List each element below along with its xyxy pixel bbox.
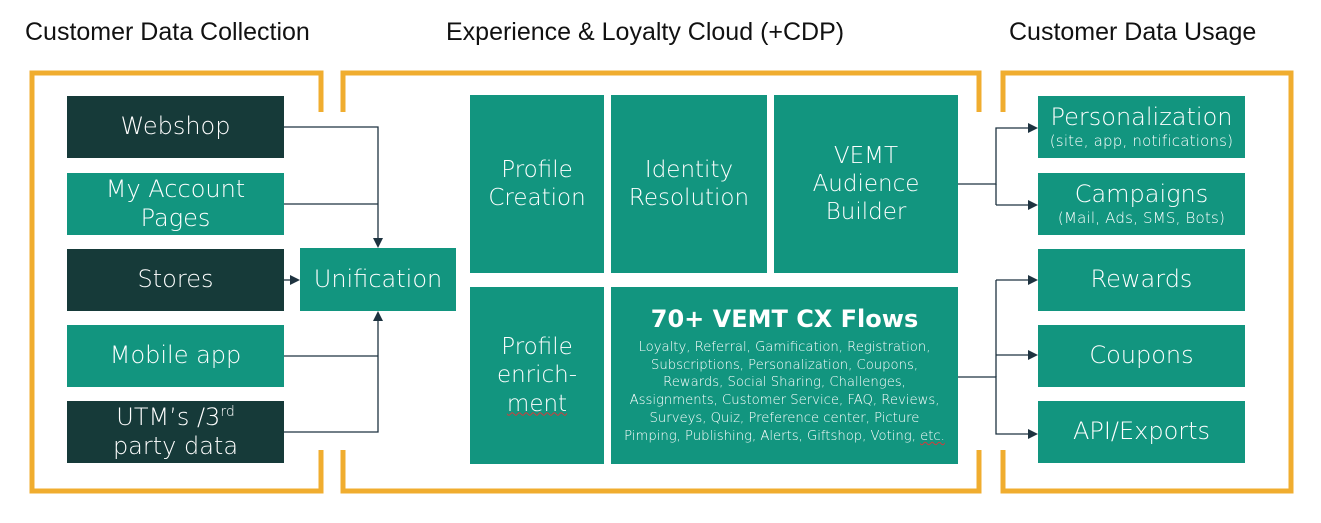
profile-creation-line1: Profile [501, 156, 573, 183]
source-webshop: Webshop [67, 96, 284, 158]
cx-flows-line2: Subscriptions, Personalization, Coupons, [650, 357, 919, 373]
source-my-account-line2: Pages [140, 204, 211, 232]
cx-flows-line3: Rewards, Social Sharing, Challenges, [663, 375, 906, 391]
usage-rewards-label: Rewards [1090, 265, 1193, 294]
usage-personalization: Personalization (site, app, notification… [1038, 96, 1245, 158]
profile-enrichment-line3: ment [506, 390, 568, 417]
usage-personalization-label: Personalization [1050, 103, 1233, 132]
source-my-account-pages: My Account Pages [67, 173, 284, 235]
cx-flows-box: 70+ VEMT CX Flows Loyalty, Referral, Gam… [611, 287, 958, 464]
cx-flows-title: 70+ VEMT CX Flows [650, 305, 919, 334]
source-webshop-label: Webshop [120, 112, 231, 141]
connector-webshop [284, 126, 383, 248]
usage-campaigns-sub: (Mail, Ads, SMS, Bots) [1057, 209, 1226, 228]
usage-coupons: Coupons [1038, 325, 1245, 387]
unification-box: Unification [300, 248, 456, 311]
audience-builder-box: VEMT Audience Builder [774, 95, 958, 273]
profile-enrichment-line2: enrich- [496, 362, 578, 389]
profile-creation-box: Profile Creation [470, 95, 604, 273]
heading-customer-data-collection: Customer Data Collection [25, 18, 310, 46]
connector-audience-builder [958, 123, 1038, 185]
cloud-bracket-top [340, 70, 982, 112]
audience-builder-line2: Audience [812, 170, 920, 197]
source-mobile-app-label: Mobile app [109, 341, 242, 370]
source-utm-line1: UTM’s /3rd [116, 402, 235, 431]
source-my-account-line1: My Account [105, 174, 246, 203]
source-stores: Stores [67, 249, 284, 311]
heading-customer-data-usage: Customer Data Usage [1009, 18, 1257, 46]
collection-bracket-top [29, 70, 324, 494]
usage-api-exports-label: API/Exports [1072, 417, 1211, 446]
audience-builder-line3: Builder [825, 199, 907, 226]
source-stores-label: Stores [137, 265, 214, 294]
cx-flows-line1: Loyalty, Referral, Gamification, Registr… [638, 339, 931, 355]
cloud-bracket-bottom [340, 450, 982, 494]
source-utm-third-party: UTM’s /3rd party data [67, 401, 284, 463]
usage-rewards: Rewards [1038, 249, 1245, 311]
connector-cx-flows [958, 376, 1038, 439]
cx-flows-line5: Surveys, Quiz, Preference center, Pictur… [649, 410, 920, 426]
unification-label: Unification [313, 264, 443, 293]
source-utm-line2: party data [112, 432, 239, 460]
usage-api-exports: API/Exports [1038, 401, 1245, 463]
source-mobile-app: Mobile app [67, 325, 284, 387]
identity-resolution-box: Identity Resolution [611, 95, 767, 273]
usage-campaigns-label: Campaigns [1074, 180, 1209, 209]
audience-builder-line1: VEMT [833, 142, 899, 169]
profile-enrichment-line1: Profile [501, 334, 573, 361]
heading-experience-loyalty-cloud: Experience & Loyalty Cloud (+CDP) [446, 18, 845, 46]
identity-resolution-line2: Resolution [628, 185, 750, 211]
connector-utm [284, 311, 383, 433]
cx-flows-line6: Pimping, Publishing, Alerts, Giftshop, V… [624, 428, 945, 444]
identity-resolution-line1: Identity [644, 156, 734, 183]
profile-enrichment-box: Profile enrich- ment [470, 287, 604, 464]
usage-campaigns: Campaigns (Mail, Ads, SMS, Bots) [1038, 173, 1245, 235]
cx-flows-line4: Assignments, Customer Service, FAQ, Revi… [629, 393, 940, 409]
usage-personalization-sub: (site, app, notifications) [1049, 132, 1234, 151]
profile-creation-line2: Creation [488, 185, 586, 211]
usage-bracket [1000, 70, 1294, 494]
usage-coupons-label: Coupons [1089, 341, 1194, 370]
